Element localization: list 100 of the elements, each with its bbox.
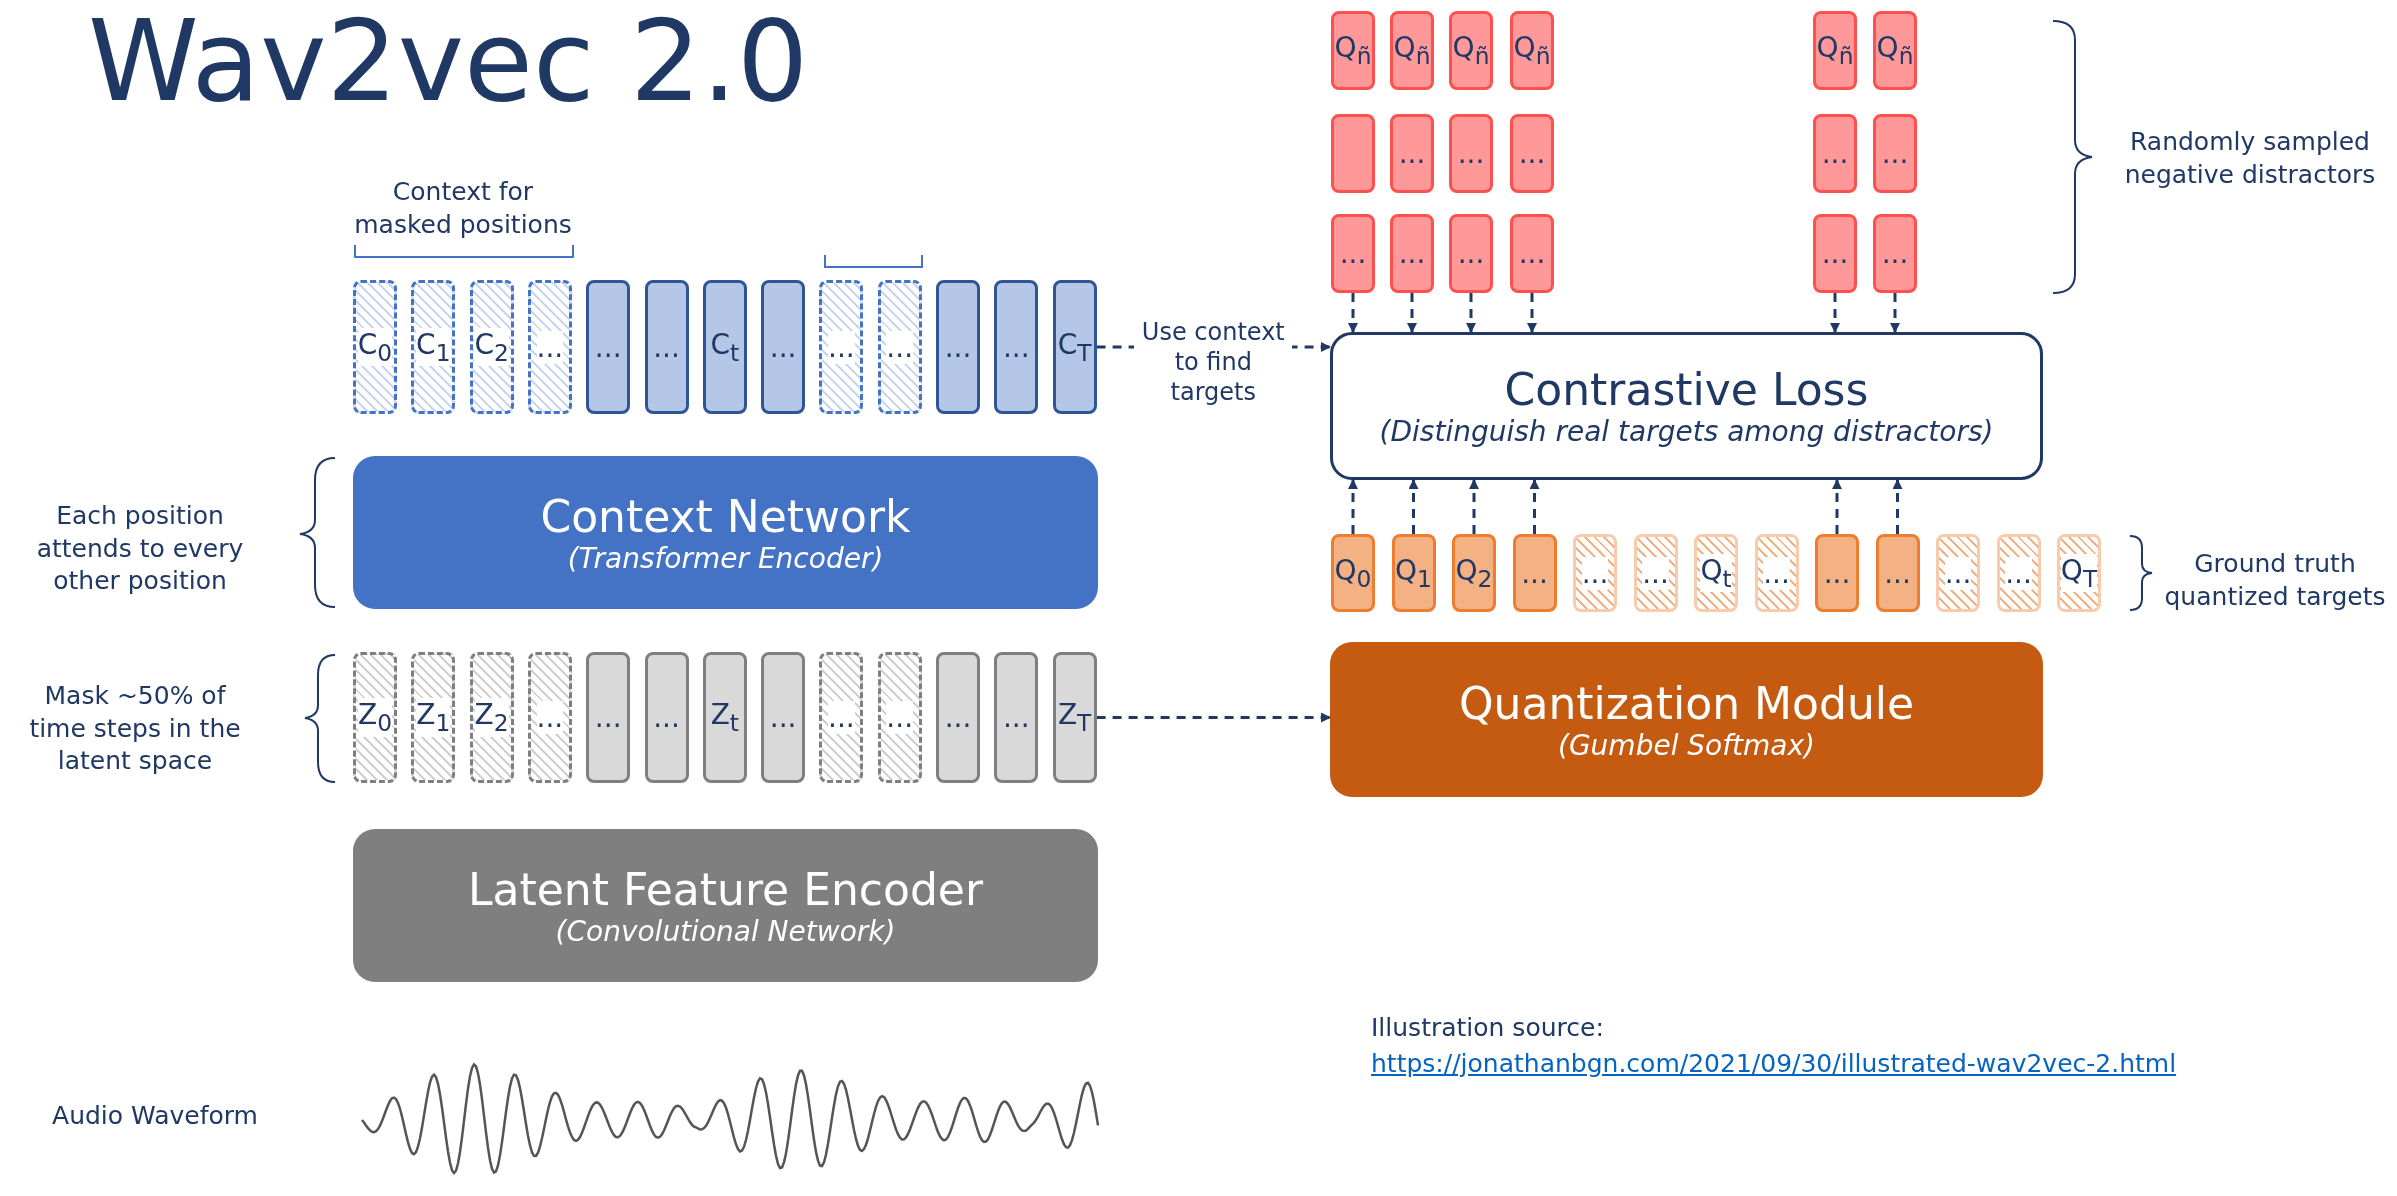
module-subtitle: (Gumbel Softmax) [1558, 728, 1815, 762]
vector-label: Q$_{ñ}$ [1876, 31, 1914, 70]
context-vector [1052, 280, 1097, 414]
vector-label: C$_{t}$ [710, 327, 740, 367]
masked-context-vector [527, 280, 572, 414]
vector-label: Q$_{0}$ [1334, 553, 1372, 593]
vector-label: ... [1821, 237, 1849, 270]
vector-label: C$_{2}$ [474, 327, 509, 367]
dashed-arrow [1469, 479, 1479, 534]
distractor-vector [1331, 11, 1375, 90]
vector-label: ... [1944, 556, 1972, 590]
quantization-module-box [1330, 642, 2043, 797]
distractor-vector [1390, 214, 1434, 293]
context-vector [761, 280, 806, 414]
vector-label: ... [1821, 137, 1849, 170]
annotation: Audio Waveform [51, 1100, 259, 1132]
latent-vector [702, 652, 747, 783]
dashed-arrow [1527, 293, 1537, 333]
dashed-arrow [1832, 479, 1842, 534]
annotation: Ground truth quantized targets [2163, 548, 2387, 613]
vector-label: ... [1002, 330, 1030, 364]
latent-vector [936, 652, 980, 783]
vector-label: ... [1884, 556, 1911, 590]
vector-label: ... [1823, 556, 1851, 590]
contrastive-loss-box [1330, 332, 2043, 480]
dashed-arrow [1096, 712, 1331, 723]
distractor-vector [1510, 114, 1554, 193]
distractor-vector [1449, 214, 1493, 293]
module-title: Latent Feature Encoder [467, 863, 984, 915]
dashed-arrow [1466, 293, 1476, 333]
masked-latent-vector [411, 652, 456, 783]
target-vector [1452, 534, 1496, 612]
annotation: Context for masked positions [353, 176, 573, 241]
vector-label: ... [1398, 237, 1426, 270]
vector-label: ... [1763, 556, 1790, 590]
vector-label: ... [944, 701, 972, 734]
distractor-vector [1813, 214, 1857, 293]
vector-label: Q$_{ñ}$ [1334, 31, 1372, 70]
module-subtitle: (Distinguish real targets among distractors) [1379, 415, 1994, 448]
latent-vector [1052, 652, 1097, 783]
distractor-vector [1510, 11, 1554, 90]
masked-latent-vector [819, 652, 864, 783]
vector-label: ... [1521, 556, 1548, 590]
dashed-arrow [1348, 293, 1358, 333]
vector-label: Z$_{0}$ [358, 698, 392, 737]
masked-target-vector [1633, 534, 1678, 612]
masked-latent-vector [877, 652, 922, 783]
context-vector [936, 280, 980, 414]
masked-target-vector [1754, 534, 1799, 612]
vector-label: ... [886, 701, 914, 734]
masked-target-vector [2057, 534, 2101, 612]
masked-context-vector [353, 280, 397, 414]
vector-label: ... [944, 330, 972, 364]
dashed-arrow [1407, 293, 1417, 333]
masked-context-vector [819, 280, 864, 414]
vector-label: ... [1457, 237, 1485, 270]
dashed-arrow [1408, 479, 1419, 534]
dashed-arrow [1348, 479, 1358, 534]
dashed-arrow [1892, 479, 1903, 534]
vector-label: ... [828, 330, 855, 364]
dashed-arrow [1529, 479, 1540, 534]
dashed-arrow [1830, 293, 1840, 333]
vector-label: Q$_{ñ}$ [1452, 31, 1490, 70]
module-subtitle: (Convolutional Network) [555, 914, 896, 948]
vector-label: ... [1581, 556, 1609, 590]
vector-label: ... [828, 701, 855, 734]
vector-label: Q$_{t}$ [1700, 553, 1732, 593]
target-vector [1512, 534, 1557, 612]
masked-target-vector [1996, 534, 2041, 612]
context-vector [586, 280, 631, 414]
annotation: Mask ~50% of time steps in the latent space [28, 680, 242, 777]
vector-label: Z$_{1}$ [416, 698, 451, 737]
masked-context-vector [469, 280, 514, 414]
vector-label: ... [1642, 556, 1669, 590]
title: Wav2vec 2.0 [88, 0, 809, 124]
annotation: Randomly sampled negative distractors [2123, 126, 2377, 191]
vector-label: Q$_{ñ}$ [1393, 31, 1431, 70]
distractor-vector [1813, 114, 1857, 193]
vector-label: ... [769, 701, 797, 734]
distractor-vector [1390, 114, 1434, 193]
target-vector [1875, 534, 1920, 612]
module-title: Context Network [540, 490, 911, 542]
vector-label: ... [1339, 237, 1367, 270]
vector-label: ... [653, 330, 680, 364]
latent-vector [761, 652, 806, 783]
distractor-vector [1331, 114, 1375, 193]
latent-vector [994, 652, 1039, 783]
masked-target-vector [1694, 534, 1738, 612]
masked-latent-vector [469, 652, 514, 783]
vector-label: ... [1881, 137, 1909, 170]
distractor-vector [1331, 214, 1375, 293]
vector-label: Q$_{1}$ [1395, 553, 1432, 593]
vector-label: ... [653, 701, 680, 734]
vector-label: ... [536, 330, 564, 364]
distractor-vector [1873, 214, 1917, 293]
target-vector [1391, 534, 1436, 612]
vector-label: ... [594, 701, 622, 734]
context-network-box [353, 456, 1098, 609]
distractor-vector [1390, 11, 1434, 90]
latent-vector [586, 652, 631, 783]
